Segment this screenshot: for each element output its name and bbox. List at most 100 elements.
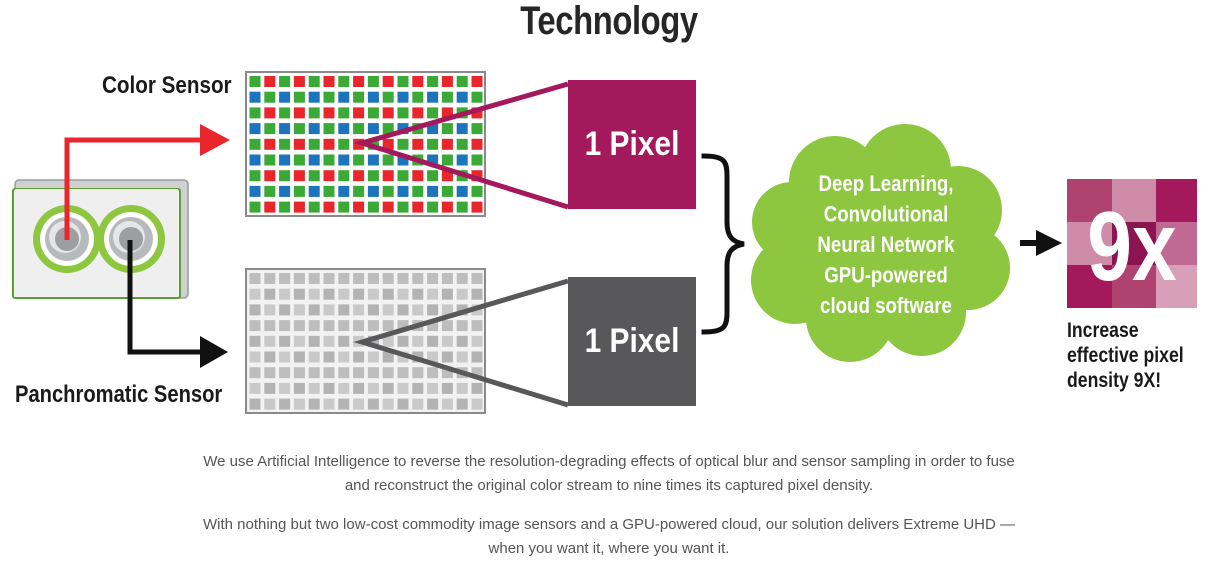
pan-cell <box>293 320 305 332</box>
sensor-cell <box>397 138 409 150</box>
pan-cell <box>338 351 350 363</box>
sensor-cell <box>471 107 483 119</box>
pan-cell <box>338 382 350 394</box>
pan-cell <box>323 351 335 363</box>
pan-cell <box>382 335 394 347</box>
sensor-cell <box>427 91 439 103</box>
pan-cell <box>471 351 483 363</box>
sensor-cell <box>323 91 335 103</box>
pan-cell <box>323 320 335 332</box>
pan-cell <box>367 382 379 394</box>
pan-cell <box>323 382 335 394</box>
sensor-cell <box>367 154 379 166</box>
pan-cell <box>441 367 453 379</box>
sensor-cell <box>397 91 409 103</box>
sensor-cell <box>264 123 276 135</box>
pan-cell <box>279 304 291 316</box>
sensor-cell <box>397 185 409 197</box>
sensor-cell <box>441 201 453 213</box>
sensor-cell <box>397 201 409 213</box>
pan-cell <box>279 335 291 347</box>
pan-cell <box>456 288 468 300</box>
pan-cell <box>264 288 276 300</box>
sensor-cell <box>441 107 453 119</box>
sensor-cell <box>382 154 394 166</box>
pan-cell <box>456 335 468 347</box>
sensor-cell <box>382 91 394 103</box>
sensor-cell <box>441 185 453 197</box>
nine-x-label: 9x <box>1087 191 1177 300</box>
sensor-cell <box>471 201 483 213</box>
pan-cell <box>308 351 320 363</box>
pan-cell <box>441 320 453 332</box>
sensor-cell <box>323 138 335 150</box>
pan-cell <box>427 288 439 300</box>
pan-cell <box>323 288 335 300</box>
pan-cell <box>293 288 305 300</box>
pan-cell <box>293 382 305 394</box>
pan-cell <box>427 320 439 332</box>
sensor-cell <box>264 107 276 119</box>
sensor-cell <box>308 185 320 197</box>
sensor-cell <box>427 185 439 197</box>
pan-cell <box>456 398 468 410</box>
sensor-cell <box>308 107 320 119</box>
pan-cell <box>323 273 335 284</box>
sensor-cell <box>279 123 291 135</box>
pan-cell <box>397 320 409 332</box>
sensor-cell <box>279 76 291 87</box>
sensor-cell <box>249 201 261 213</box>
pan-cell <box>456 351 468 363</box>
pan-cell <box>249 320 261 332</box>
pan-cell <box>323 398 335 410</box>
pan-cell <box>353 367 365 379</box>
pan-cell <box>353 304 365 316</box>
pan-cell <box>293 351 305 363</box>
sensor-cell <box>353 91 365 103</box>
pan-cell <box>441 382 453 394</box>
pan-cell <box>412 382 424 394</box>
pan-cell <box>441 398 453 410</box>
sensor-cell <box>338 107 350 119</box>
pan-cell <box>353 320 365 332</box>
pan-cell <box>264 351 276 363</box>
sensor-cell <box>367 170 379 182</box>
pan-cell <box>397 288 409 300</box>
sensor-cell <box>338 185 350 197</box>
sensor-cell <box>338 154 350 166</box>
sensor-cell <box>308 154 320 166</box>
pan-cell <box>471 320 483 332</box>
pan-cell <box>279 273 291 284</box>
sensor-cell <box>397 123 409 135</box>
sensor-cell <box>382 170 394 182</box>
sensor-cell <box>471 91 483 103</box>
pan-cell <box>308 382 320 394</box>
sensor-cell <box>367 76 379 87</box>
sensor-cell <box>367 107 379 119</box>
sensor-cell <box>397 107 409 119</box>
pan-cell <box>397 367 409 379</box>
pan-cell <box>367 351 379 363</box>
pan-cell <box>249 398 261 410</box>
sensor-cell <box>293 170 305 182</box>
pan-cell <box>456 382 468 394</box>
sensor-cell <box>323 201 335 213</box>
pan-cell <box>412 335 424 347</box>
color-sensor-grid <box>245 71 486 217</box>
sensor-cell <box>412 138 424 150</box>
sensor-cell <box>249 154 261 166</box>
panchromatic-sensor-label: Panchromatic Sensor <box>15 381 223 408</box>
sensor-cell <box>279 201 291 213</box>
pan-cell <box>367 367 379 379</box>
sensor-cell <box>367 185 379 197</box>
pan-cell <box>382 288 394 300</box>
pan-cell <box>427 335 439 347</box>
pan-cell <box>293 398 305 410</box>
pan-cell <box>264 320 276 332</box>
sensor-cell <box>427 76 439 87</box>
pan-cell <box>441 351 453 363</box>
pan-cell <box>308 288 320 300</box>
pan-cell <box>323 304 335 316</box>
pan-cell <box>249 288 261 300</box>
